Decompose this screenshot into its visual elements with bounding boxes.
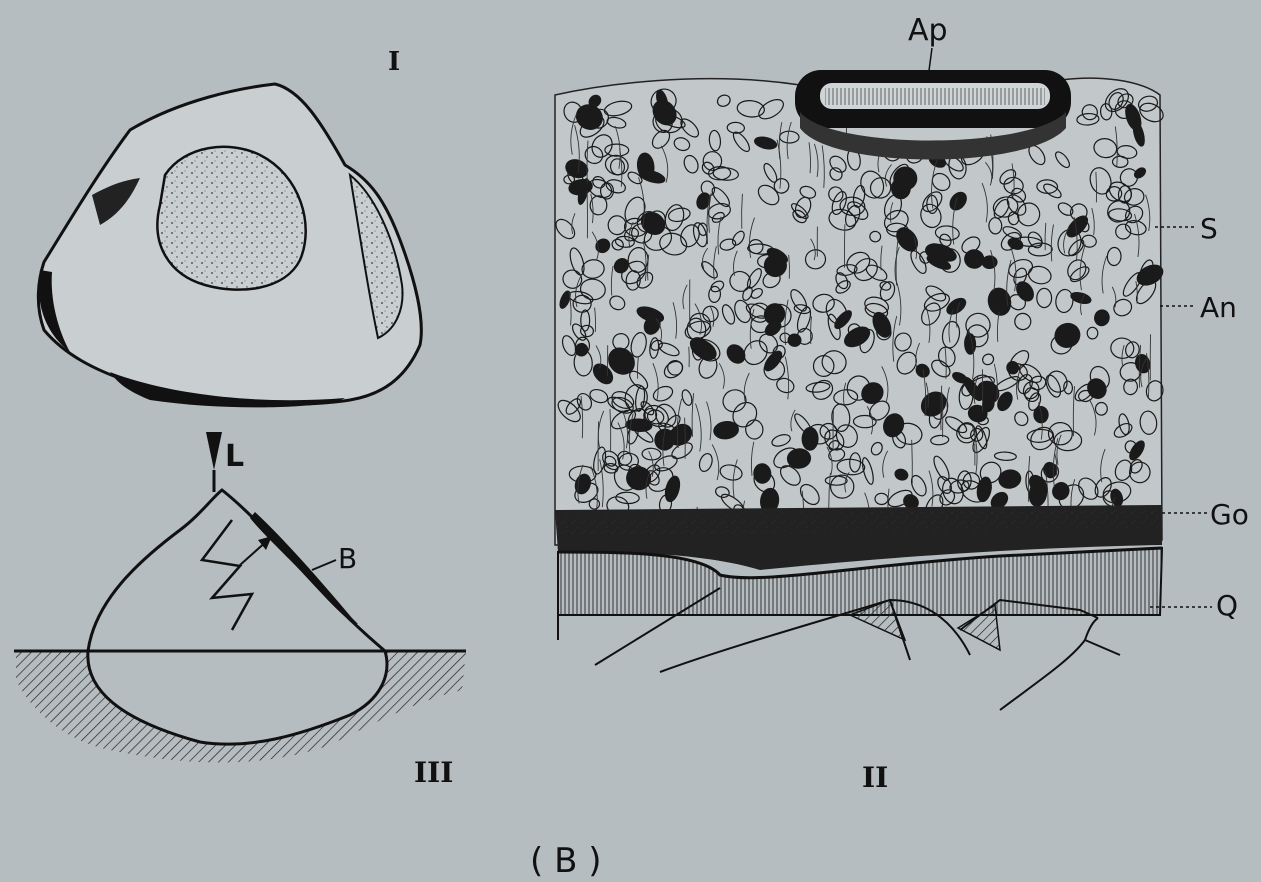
panel-ii-numeral: II (862, 761, 888, 794)
lightning-symbol (202, 520, 252, 630)
panel-ii-label-go: Go (1210, 498, 1249, 531)
panel-ii-label-ap: Ap (908, 13, 948, 48)
soil-cell (893, 167, 917, 191)
panel-iii-label-b: B (338, 542, 357, 575)
panel-ii-label-an: An (1200, 291, 1237, 324)
panel-i-pebble (38, 84, 421, 407)
figure-caption: ( B ) (530, 841, 601, 881)
panel-ii-section (552, 48, 1212, 710)
ap-apothecium-lines (825, 88, 1045, 105)
panel-ii-label-q: Q (1216, 589, 1238, 622)
panel-iii-stone (14, 432, 466, 763)
panel-iii-label-l: L (225, 439, 244, 474)
panel-i-numeral: I (388, 47, 400, 77)
light-arrow-l-head (206, 432, 222, 470)
soil-cell (788, 334, 801, 347)
panel-iii-numeral: III (414, 756, 453, 789)
panel-ii-label-s: S (1200, 212, 1218, 245)
label-b-leader (312, 560, 336, 570)
